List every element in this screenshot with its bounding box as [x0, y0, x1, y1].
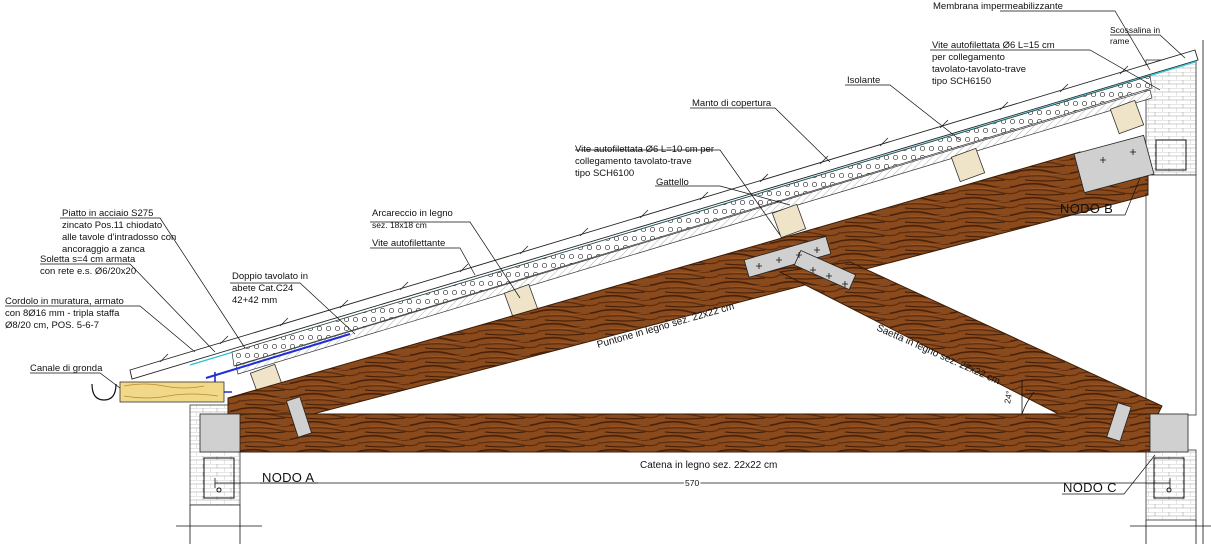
roof-tiles	[159, 65, 1129, 363]
right-wall	[1130, 40, 1211, 544]
callout-arcareccio: Arcareccio in legno sez. 18x18 cm	[372, 208, 453, 230]
callout-vite-10: Vite autofilettata Ø6 L=10 cm per colleg…	[575, 144, 714, 179]
double-plank	[235, 89, 1153, 375]
svg-text:con 8Ø16 mm - tripla staffa: con 8Ø16 mm - tripla staffa	[5, 308, 120, 319]
svg-text:Cordolo in muratura, armato: Cordolo in muratura, armato	[5, 296, 124, 307]
svg-text:Scossalina in: Scossalina in	[1110, 25, 1160, 35]
svg-text:Arcareccio in legno: Arcareccio in legno	[372, 208, 453, 219]
svg-text:alle tavole d'intradosso con: alle tavole d'intradosso con	[62, 232, 176, 243]
callout-piatto: Piatto in acciaio S275 zincato Pos.11 ch…	[62, 208, 176, 255]
eave-detail	[91, 381, 225, 403]
svg-text:abete Cat.C24: abete Cat.C24	[232, 283, 293, 294]
label-angle: 24°	[1002, 390, 1014, 404]
dimension-line	[214, 478, 1171, 488]
callout-gattello: Gattello	[656, 177, 689, 188]
connector-plates	[199, 134, 1189, 453]
callout-manto: Manto di copertura	[692, 98, 772, 109]
label-nodo-a: NODO A	[262, 470, 314, 485]
insulation-layer	[231, 75, 1153, 367]
rebar-stirrups	[203, 139, 1187, 499]
svg-text:sez. 18x18 cm: sez. 18x18 cm	[372, 220, 427, 230]
catena-beam	[237, 413, 1161, 453]
callout-isolante: Isolante	[847, 75, 880, 86]
svg-text:Vite autofilettata Ø6 L=10 cm: Vite autofilettata Ø6 L=10 cm per	[575, 144, 714, 155]
svg-text:ancoraggio a zanca: ancoraggio a zanca	[62, 244, 146, 255]
roof-buildup	[129, 49, 1199, 393]
svg-text:Piatto in acciaio S275: Piatto in acciaio S275	[62, 208, 153, 219]
svg-text:Soletta s=4 cm armata: Soletta s=4 cm armata	[40, 254, 136, 265]
label-nodo-c: NODO C	[1063, 480, 1117, 495]
svg-text:per collegamento: per collegamento	[932, 52, 1005, 63]
svg-text:Membrana impermeabilizzante: Membrana impermeabilizzante	[933, 1, 1063, 12]
angle-arc	[1021, 391, 1035, 415]
svg-text:rame: rame	[1110, 36, 1130, 46]
svg-text:tipo SCH6150: tipo SCH6150	[932, 76, 991, 87]
callout-vite-15: Vite autofilettata Ø6 L=15 cm per colleg…	[932, 40, 1055, 87]
label-dimension: 570	[685, 478, 699, 488]
label-catena: Catena in legno sez. 22x22 cm	[640, 460, 777, 471]
svg-text:collegamento tavolato-trave: collegamento tavolato-trave	[575, 156, 692, 167]
callout-soletta: Soletta s=4 cm armata con rete e.s. Ø6/2…	[40, 254, 136, 277]
callout-membrana: Membrana impermeabilizzante	[933, 1, 1063, 12]
svg-text:con rete e.s. Ø6/20x20: con rete e.s. Ø6/20x20	[40, 266, 136, 277]
callout-canale: Canale di gronda	[30, 363, 103, 374]
saetta-beam	[778, 261, 1163, 431]
steel-plate	[205, 333, 351, 379]
svg-text:42+42 mm: 42+42 mm	[232, 295, 277, 306]
svg-text:tavolato-tavolato-trave: tavolato-tavolato-trave	[932, 64, 1026, 75]
svg-text:Vite autofilettata Ø6 L=15 cm: Vite autofilettata Ø6 L=15 cm	[932, 40, 1055, 51]
callout-doppio-tavolato: Doppio tavolato in abete Cat.C24 42+42 m…	[232, 271, 308, 306]
label-nodo-b: NODO B	[1060, 201, 1113, 216]
callout-scossalina: Scossalina in rame	[1110, 25, 1160, 46]
svg-text:tipo SCH6100: tipo SCH6100	[575, 168, 634, 179]
svg-text:Ø8/20 cm, POS. 5-6-7: Ø8/20 cm, POS. 5-6-7	[5, 320, 99, 331]
svg-text:zincato Pos.11 chiodato: zincato Pos.11 chiodato	[62, 220, 162, 231]
callout-vite-auto: Vite autofilettante	[372, 238, 445, 249]
svg-text:Doppio tavolato in: Doppio tavolato in	[232, 271, 308, 282]
callout-cordolo: Cordolo in muratura, armato con 8Ø16 mm …	[5, 296, 124, 331]
gutter	[91, 383, 117, 401]
leader-lines	[5, 10, 1186, 495]
